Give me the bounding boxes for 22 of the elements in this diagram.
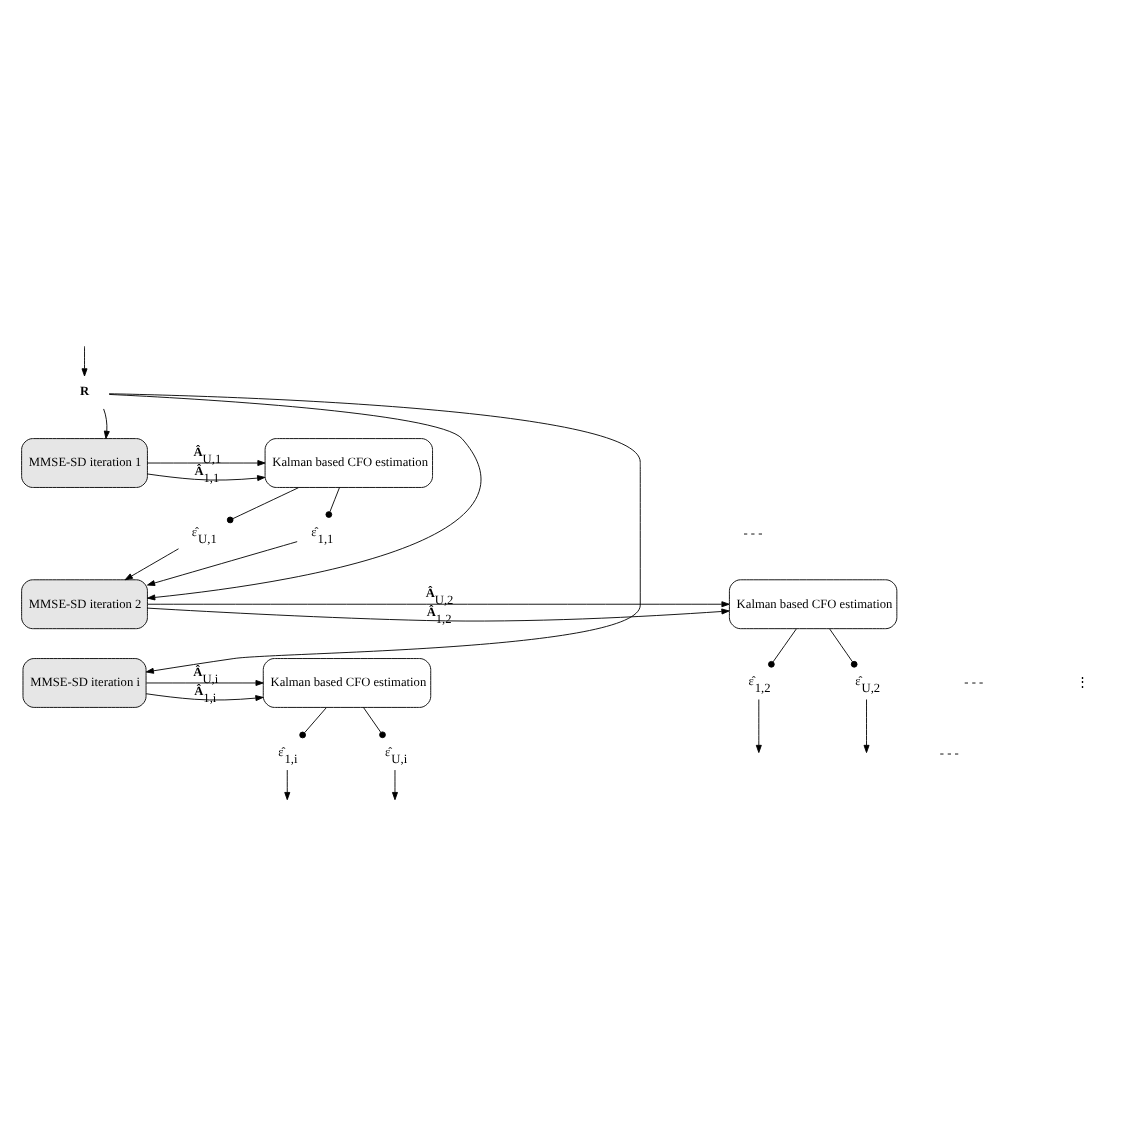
arrow [147,607,730,622]
arrow [146,541,298,586]
connector [829,628,858,668]
arrow [284,769,291,801]
arrow [103,408,110,439]
arrow [147,473,266,482]
arrow [755,699,762,754]
arrow [392,769,398,801]
arrow [108,393,481,601]
arrow [81,345,88,377]
connector [768,628,797,668]
arrow [124,548,179,581]
connector [363,707,386,739]
connector [226,487,300,524]
arrow [147,460,266,466]
connector [325,487,340,518]
arrow [145,680,264,686]
arrow [108,393,641,674]
arrow [147,601,730,608]
arrow [145,693,264,702]
arrow [863,699,870,754]
connector [299,707,327,739]
